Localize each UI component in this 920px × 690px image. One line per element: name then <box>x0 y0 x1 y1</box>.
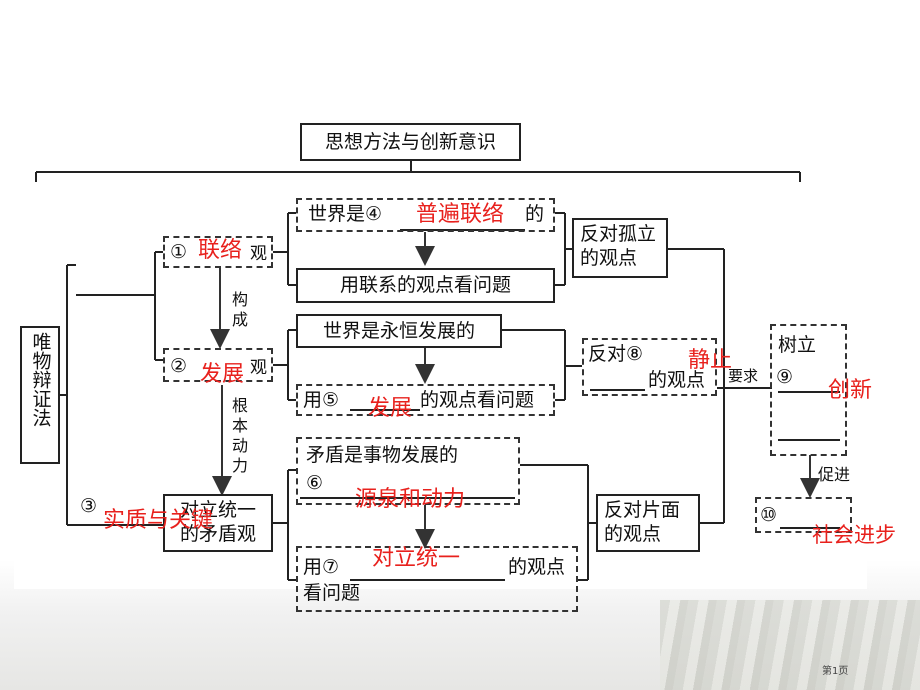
node-2-box <box>163 348 273 382</box>
answer-8: 静止 <box>688 348 733 373</box>
answer-9: 创新 <box>828 378 873 403</box>
use-linked-view-box: 用联系的观点看问题 <box>296 268 555 303</box>
node-2-suffix: 观 <box>250 358 267 378</box>
contradiction-text: 矛盾是事物发展的 <box>306 444 459 466</box>
promote-label: 促进 <box>818 465 851 484</box>
use-7-suffix: 的观点 <box>508 556 566 578</box>
answer-4: 普遍联络 <box>416 202 505 227</box>
world-is-suffix: 的 <box>525 203 545 225</box>
node-2-num: ② <box>170 355 188 377</box>
node-3-num: ③ <box>80 495 98 517</box>
diagram-title: 思想方法与创新意识 <box>300 123 521 161</box>
world-is-prefix: 世界是④ <box>308 203 383 225</box>
contradiction-num: ⑥ <box>306 472 324 494</box>
answer-2: 发展 <box>200 362 245 387</box>
num-9: ⑨ <box>776 366 794 388</box>
node-1-num: ① <box>170 241 188 263</box>
require-label: 要求 <box>728 367 759 385</box>
root-dialectics: 唯物辩证法 <box>20 326 60 464</box>
num-10-box <box>755 497 852 533</box>
page-footer: 第1页 <box>822 666 849 677</box>
oppose-8-box <box>582 338 717 396</box>
constitute-label: 构成 <box>232 290 249 329</box>
use-7-box <box>296 546 578 612</box>
answer-5: 发展 <box>368 396 413 421</box>
root-label: 唯物辩证法 <box>29 332 52 427</box>
oppose-onesided-box: 反对片面的观点 <box>596 494 700 552</box>
node-3-box: 对立统一的矛盾观 <box>163 494 273 552</box>
answer-3: 实质与关键 <box>103 508 214 533</box>
use-7-line2: 看问题 <box>303 582 361 604</box>
use-5-suffix: 的观点看问题 <box>420 389 535 411</box>
use-5-box <box>296 384 555 416</box>
answer-6: 源泉和动力 <box>355 487 466 512</box>
oppose-8-prefix: 反对⑧ <box>588 343 644 365</box>
answer-1: 联络 <box>198 238 243 263</box>
num-10: ⑩ <box>760 504 778 526</box>
establish-box <box>770 324 847 456</box>
use-5-prefix: 用⑤ <box>303 389 340 411</box>
fundamental-force-label: 根本动力 <box>232 396 249 475</box>
oppose-isolated-box: 反对孤立的观点 <box>572 218 668 278</box>
world-universal-box <box>296 198 555 232</box>
world-developing-box: 世界是永恒发展的 <box>296 314 502 348</box>
oppose-8-suffix: 的观点 <box>648 369 706 391</box>
node-1-box <box>163 236 273 268</box>
answer-7: 对立统一 <box>372 546 461 571</box>
answer-10: 社会进步 <box>812 523 896 547</box>
establish-label: 树立 <box>778 334 817 356</box>
use-7-prefix: 用⑦ <box>303 556 340 578</box>
contradiction-box <box>296 437 520 505</box>
bamboo-decoration <box>660 600 920 690</box>
slide-number: -1- <box>850 60 880 85</box>
node-1-suffix: 观 <box>250 244 267 264</box>
